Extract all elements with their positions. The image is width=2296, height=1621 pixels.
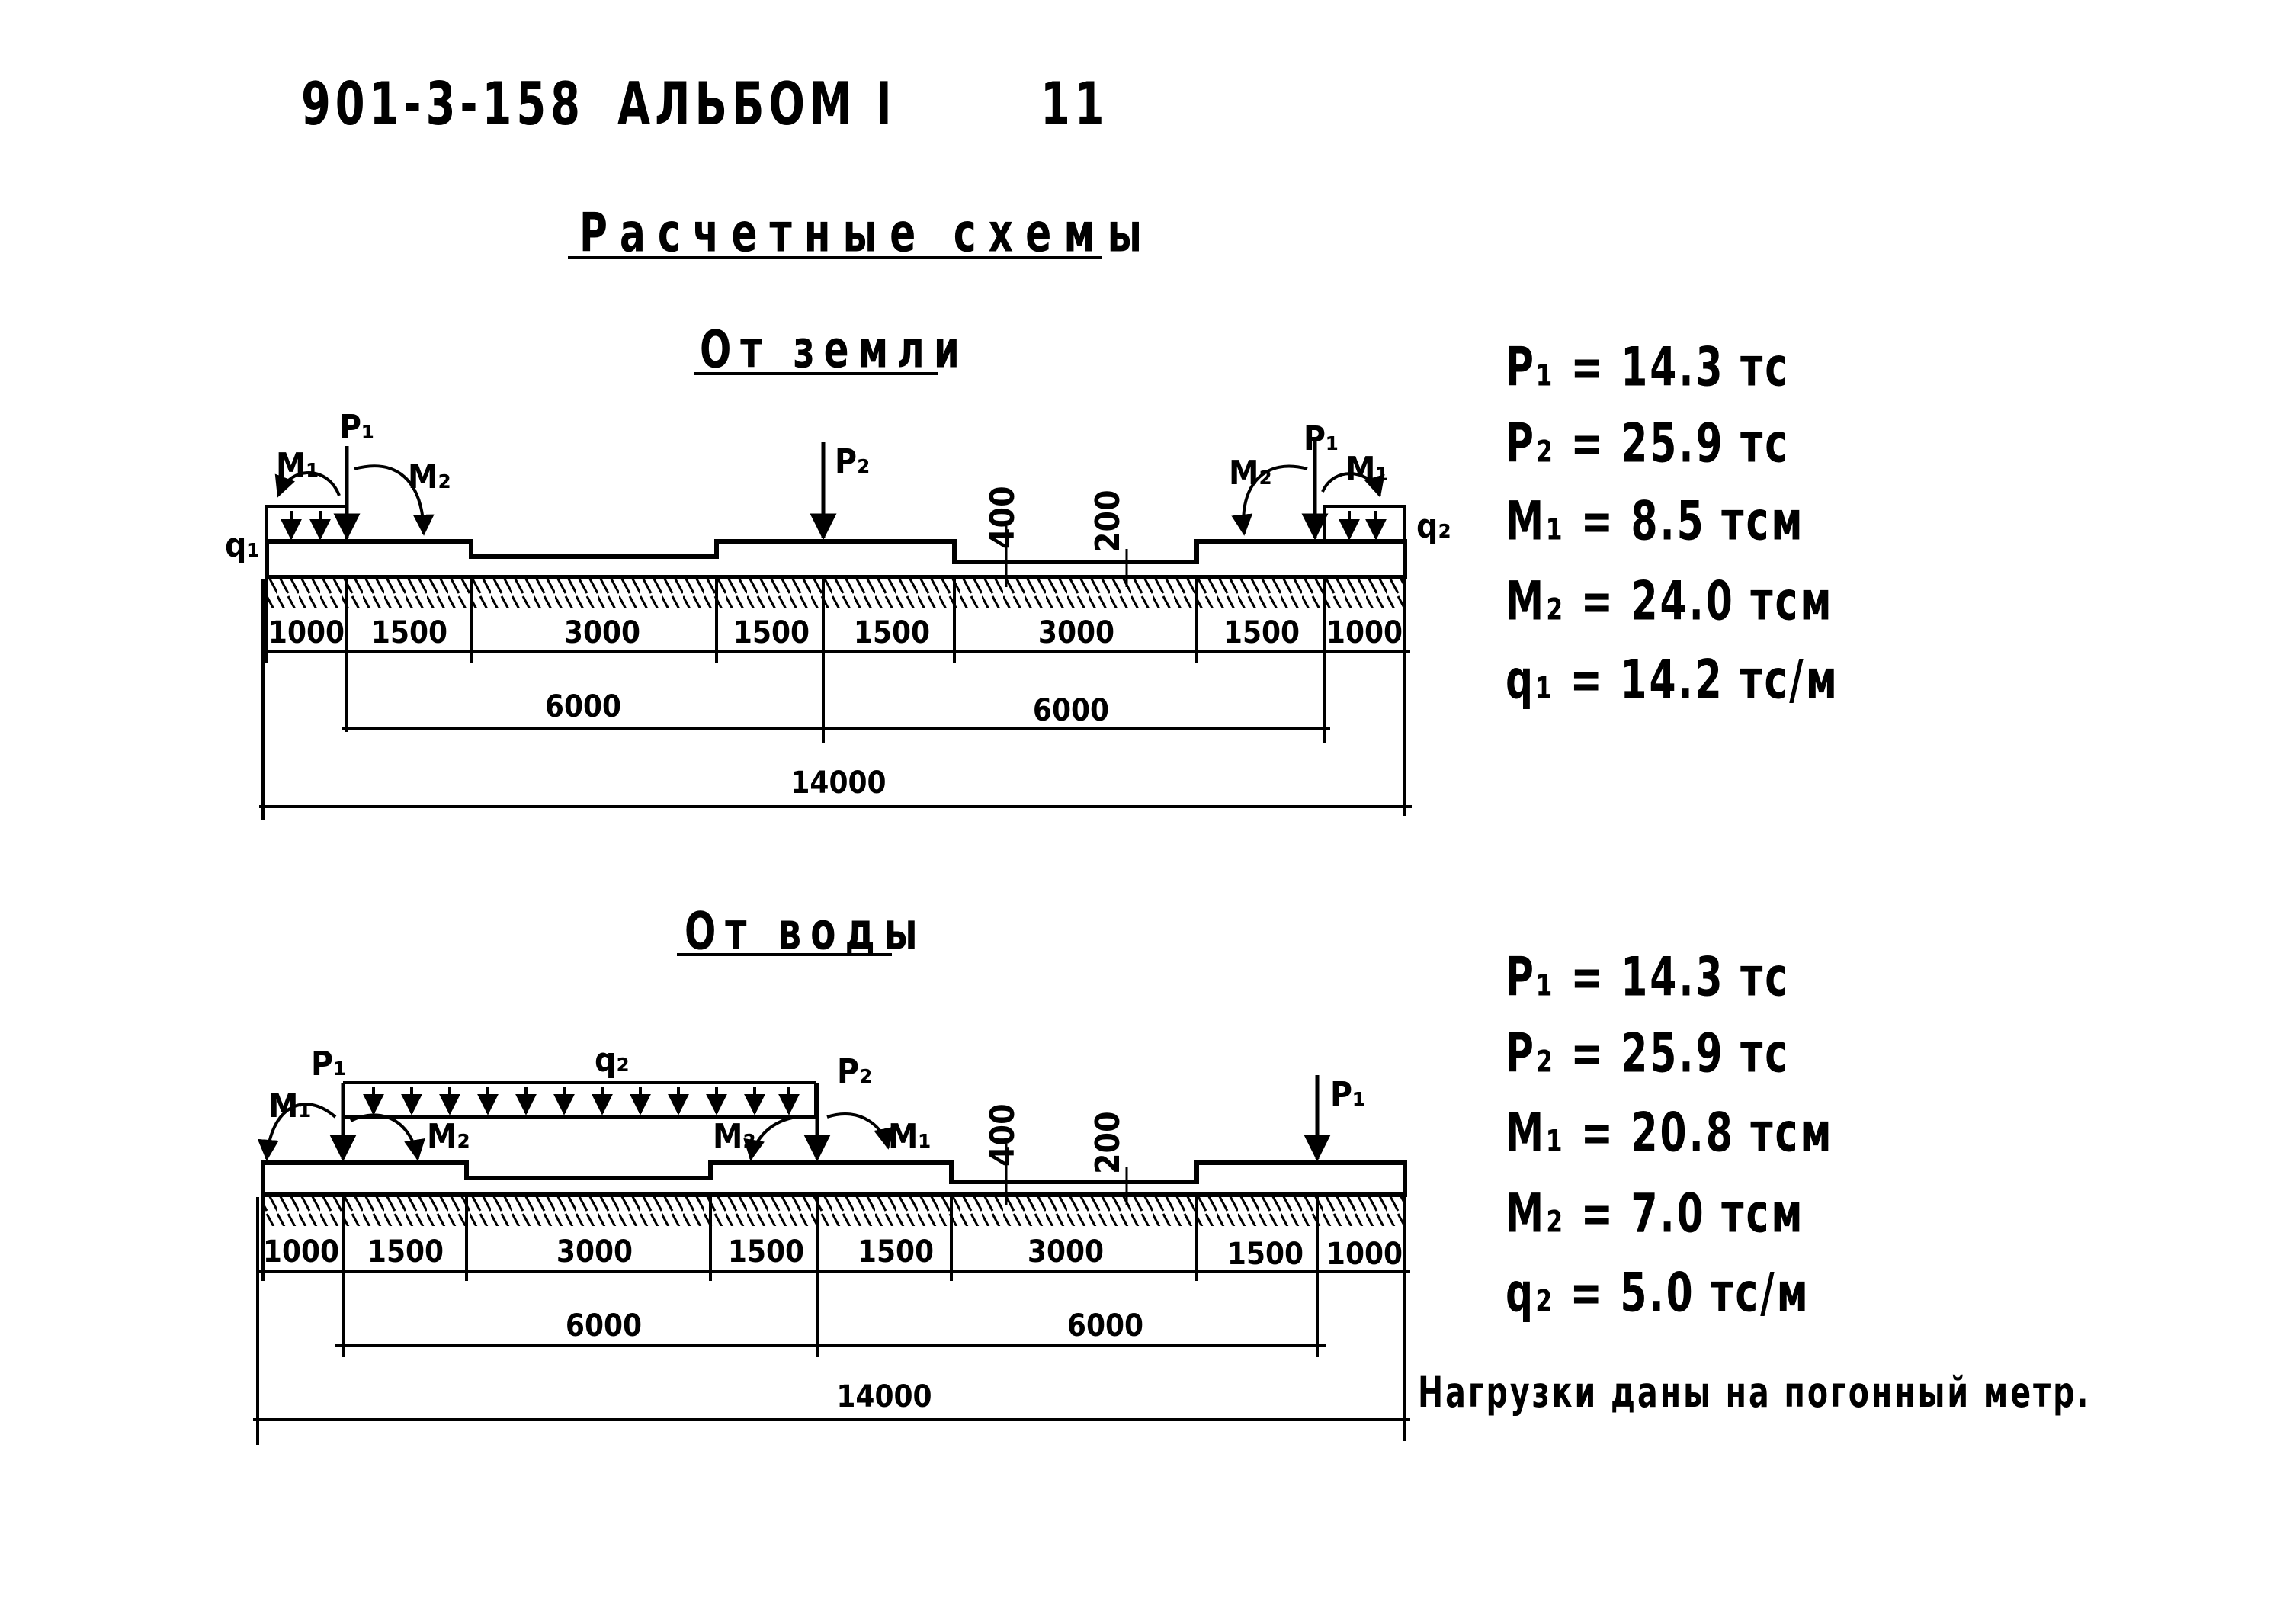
note: Нагрузки даны на погонный метр. — [1418, 1369, 2091, 1417]
param-q2: q₂ = 5.0 тс/м — [1506, 1262, 1810, 1324]
moment-m2-middle — [743, 1115, 813, 1161]
label-m1-right: M₁ — [1345, 450, 1389, 489]
moment-m1-left — [274, 471, 341, 498]
slab-profile — [261, 1160, 1407, 1197]
label-p1-left: P₁ — [311, 1045, 346, 1083]
soil-hatch — [263, 1197, 1405, 1226]
moment-m2-left — [354, 464, 435, 536]
label-m2-left: M₂ — [408, 457, 451, 496]
page-number: 11 — [1041, 69, 1109, 139]
moment-m1-left — [257, 1103, 337, 1161]
segment-dimensions — [253, 1197, 1410, 1445]
soil-hatch — [267, 579, 1405, 608]
segment-dim: 3000 — [1038, 615, 1114, 650]
label-m1-left: M₁ — [268, 1087, 312, 1125]
segment-dim: 1500 — [1223, 615, 1300, 650]
param-m1: M₁ = 8.5 тсм — [1506, 490, 1805, 553]
label-q2: q₂ — [1416, 507, 1451, 546]
label-m2-right: M₂ — [1229, 454, 1272, 493]
param-p1: P₁ = 14.3 тс — [1506, 336, 1791, 399]
segment-dim: 1500 — [733, 615, 810, 650]
slab-profile — [265, 539, 1407, 579]
load-q1 — [265, 505, 348, 543]
label-height-400: 400 — [983, 486, 1022, 549]
param-m2: M₂ = 7.0 тсм — [1506, 1183, 1805, 1245]
segment-dim: 1000 — [1326, 1237, 1403, 1272]
label-m1-right: M₁ — [888, 1117, 932, 1156]
param-q1: q₁ = 14.2 тс/м — [1506, 649, 1839, 711]
label-m2-middle: M₂ — [713, 1117, 756, 1156]
span-dim: 6000 — [545, 689, 621, 724]
segment-dim: 1000 — [263, 1234, 339, 1270]
document-code: 901-3-158 — [301, 69, 585, 139]
scheme-water-title-underline — [677, 953, 892, 956]
segment-dim: 1500 — [371, 615, 447, 650]
total-dim: 14000 — [790, 766, 886, 801]
param-m2: M₂ = 24.0 тсм — [1506, 570, 1834, 633]
span-dim: 6000 — [1067, 1308, 1143, 1343]
span-dim: 6000 — [1033, 693, 1109, 728]
total-dim: 14000 — [836, 1379, 932, 1414]
span-dim: 6000 — [566, 1308, 642, 1343]
param-p2: P₂ = 25.9 тс — [1506, 412, 1791, 475]
label-height-400: 400 — [983, 1103, 1022, 1167]
scheme-water-title: От воды — [685, 900, 927, 961]
segment-dim: 1500 — [854, 615, 930, 650]
segment-dim: 1500 — [728, 1234, 804, 1270]
label-height-200: 200 — [1089, 490, 1127, 553]
segment-dim: 3000 — [556, 1234, 633, 1270]
moment-m1-right — [826, 1112, 895, 1150]
scheme-earth-title-underline — [694, 372, 938, 375]
scheme-earth-title: От земли — [700, 319, 969, 380]
page-title: Расчетные схемы — [579, 202, 1155, 265]
param-p1: P₁ = 14.3 тс — [1506, 946, 1791, 1009]
label-height-200: 200 — [1089, 1111, 1127, 1174]
label-p2: P₂ — [835, 442, 870, 481]
moment-m2-left — [350, 1113, 425, 1161]
segment-dim: 1500 — [858, 1234, 934, 1270]
segment-dim: 1500 — [1227, 1237, 1304, 1272]
label-q1: q₁ — [225, 526, 260, 565]
segment-dim: 3000 — [564, 615, 640, 650]
moment-m2-right — [1231, 464, 1308, 536]
label-p1-left: P₁ — [339, 408, 374, 447]
segment-dim: 1000 — [268, 615, 345, 650]
segment-dimensions — [259, 579, 1412, 820]
label-p1-right: P₁ — [1330, 1075, 1365, 1114]
scheme-water-diagram — [253, 1075, 1410, 1445]
moment-m1-right — [1321, 472, 1385, 498]
label-m1-left: M₁ — [276, 446, 319, 485]
page-title-underline — [568, 256, 1102, 259]
load-q2 — [342, 1081, 817, 1119]
label-m2-left: M₂ — [427, 1117, 470, 1156]
segment-dim: 3000 — [1028, 1234, 1104, 1270]
label-p2: P₂ — [837, 1052, 872, 1091]
segment-dim: 1500 — [367, 1234, 444, 1270]
label-p1-right: P₁ — [1304, 419, 1339, 458]
segment-dim: 1000 — [1326, 615, 1403, 650]
label-q2: q₂ — [595, 1041, 630, 1080]
scheme-earth-diagram — [259, 438, 1412, 820]
album-label: АЛЬБОМ I — [617, 69, 896, 139]
param-p2: P₂ = 25.9 тс — [1506, 1022, 1791, 1085]
param-m1: M₁ = 20.8 тсм — [1506, 1102, 1834, 1164]
load-q2 — [1323, 505, 1406, 543]
